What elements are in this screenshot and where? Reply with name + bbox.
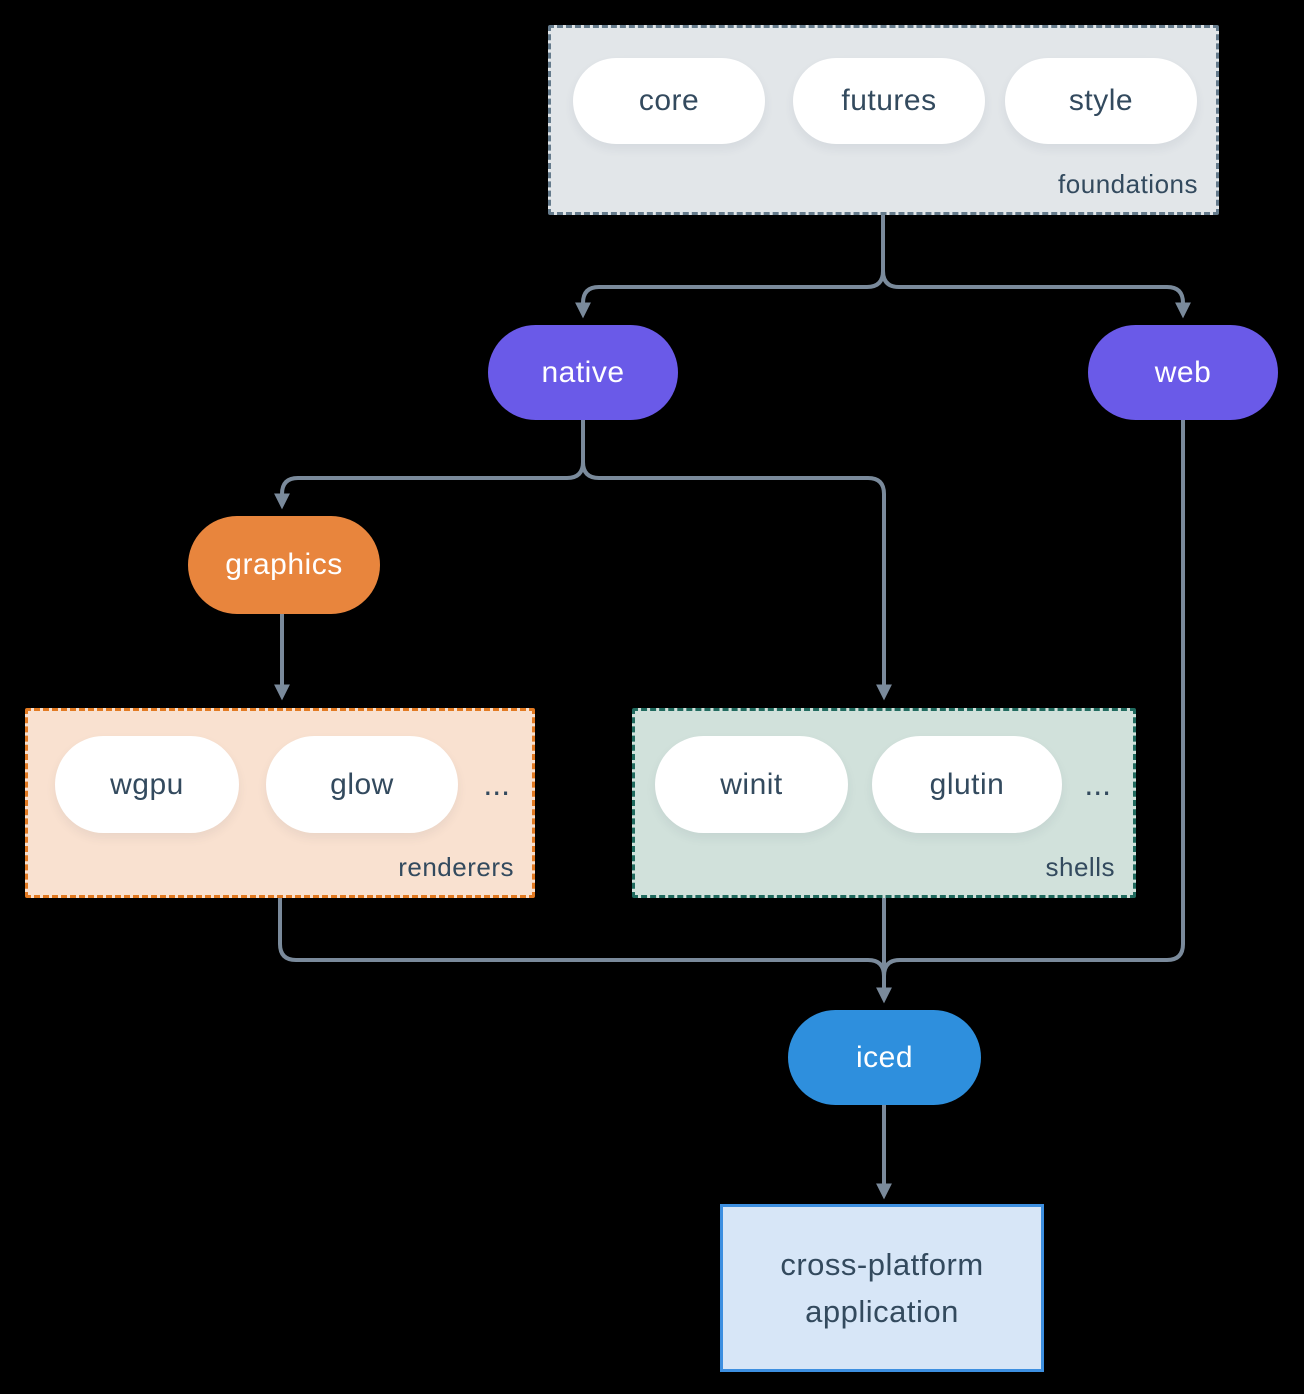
node-web: web	[1088, 325, 1278, 420]
node-native: native	[488, 325, 678, 420]
edge-native-graphics	[274, 420, 585, 510]
shells-label: shells	[1045, 852, 1115, 882]
node-style: style	[1005, 58, 1197, 144]
node-iced: iced	[788, 1010, 981, 1105]
shells-group: winit glutin ... shells	[632, 708, 1136, 898]
application-box: cross-platform application	[720, 1204, 1044, 1372]
node-futures: futures	[793, 58, 985, 144]
edge-foundations-web	[881, 215, 1191, 319]
node-glutin: glutin	[872, 736, 1062, 833]
edge-native-shells	[581, 420, 892, 701]
node-glow: glow	[266, 736, 458, 833]
edge-renderers-iced	[278, 898, 886, 997]
application-line2: application	[805, 1294, 959, 1329]
foundations-label: foundations	[1058, 169, 1198, 199]
shells-ellipsis: ...	[1084, 766, 1111, 802]
application-line1: cross-platform	[780, 1247, 984, 1282]
node-wgpu: wgpu	[55, 736, 239, 833]
foundations-group: core futures style foundations	[548, 25, 1219, 215]
node-core: core	[573, 58, 765, 144]
renderers-label: renderers	[398, 852, 514, 882]
node-winit: winit	[655, 736, 848, 833]
edge-foundations-native	[575, 215, 885, 319]
renderers-group: wgpu glow ... renderers	[25, 708, 535, 898]
node-graphics: graphics	[188, 516, 380, 614]
renderers-ellipsis: ...	[483, 766, 510, 802]
